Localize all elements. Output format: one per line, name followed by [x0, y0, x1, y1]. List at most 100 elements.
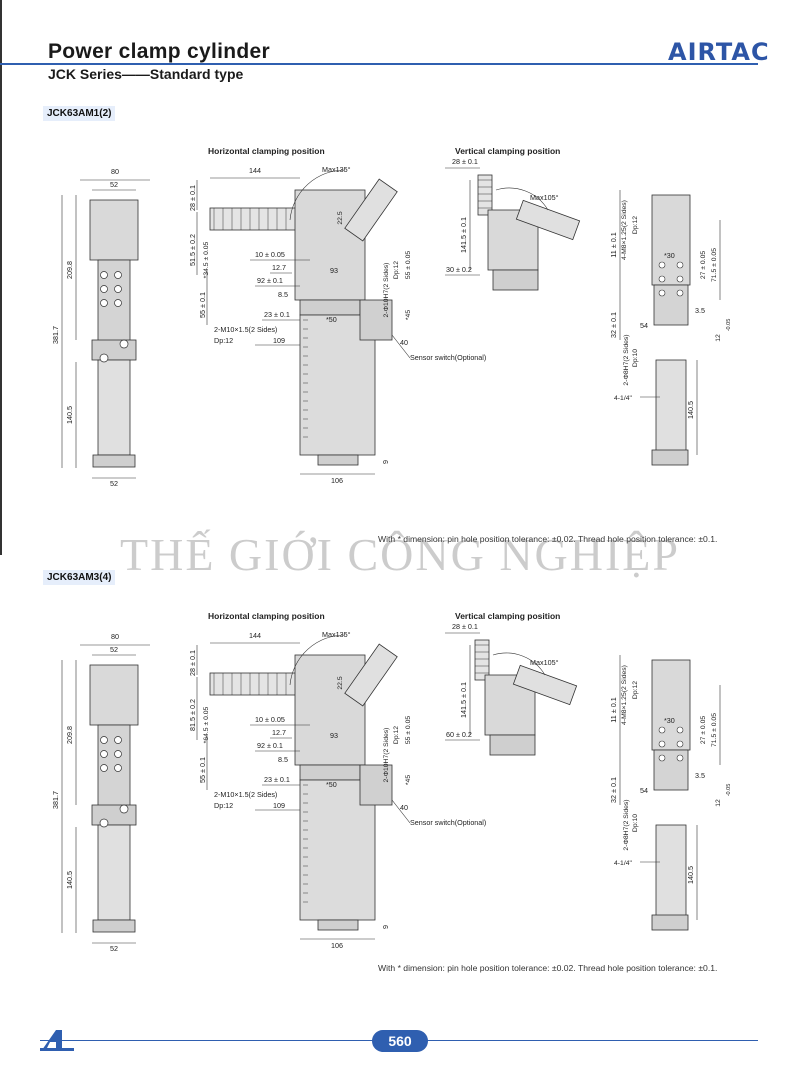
- dim-45: *45: [405, 310, 412, 320]
- dim-vert-bottom: 60 ± 0.2: [446, 730, 472, 739]
- dim-50: *50: [326, 315, 337, 324]
- dim-11: 11 ± 0.1: [609, 232, 618, 257]
- dim-12: 12: [715, 799, 722, 807]
- clamp-head: [89, 664, 139, 726]
- side-thread-spec: 4-M8×1.25(2 Sides): [621, 200, 628, 260]
- page-subtitle: JCK Series——Standard type: [48, 66, 244, 82]
- pinhole-spec: 2-Φ10H7(2 Sides): [383, 263, 390, 318]
- dim-bottom-width: 52: [110, 944, 118, 953]
- dim-55: 55 ± 0.1: [198, 757, 207, 783]
- dim-lower-length: 140.5: [65, 406, 74, 424]
- clamp-arm-vertical: [344, 643, 398, 707]
- cylinder-body: [97, 359, 131, 456]
- dim-hole: 10 ± 0.05: [255, 715, 285, 724]
- dim-12: 12: [715, 334, 722, 342]
- vertical-title: Vertical clamping position: [455, 611, 560, 621]
- dim-93: 93: [330, 266, 338, 275]
- side-thread-depth: Dp:12: [632, 216, 639, 234]
- dim-tolerance: -0.05: [726, 784, 732, 797]
- thread-spec: 2-M10×1.5(2 Sides): [214, 790, 277, 799]
- left-edge-bar: [0, 0, 2, 555]
- clamp-head: [89, 199, 139, 261]
- dim-9: 9: [381, 925, 390, 929]
- dim-55-05: 55 ± 0.05: [405, 716, 412, 745]
- clamp-arm-vertical: [344, 178, 398, 242]
- thread-depth: Dp:12: [214, 336, 233, 345]
- dim-8-5: 8.5: [278, 290, 288, 299]
- horizontal-clamp-view: Horizontal clamping position 144 Max135° 28…: [188, 611, 486, 950]
- dim-12-7: 12.7: [272, 728, 286, 737]
- dim-55-05: 55 ± 0.05: [405, 251, 412, 280]
- dim-27: 27 ± 0.05: [700, 716, 707, 745]
- dim-9: 9: [381, 460, 390, 464]
- vertical-arm: [474, 639, 490, 681]
- page-number: 560: [372, 1030, 428, 1052]
- dim-max-angle: Max135°: [322, 165, 351, 174]
- vertical-base: [489, 734, 536, 756]
- mount-block: [91, 339, 137, 361]
- swing-arc: [289, 169, 346, 221]
- side-pin-depth: Dp:10: [632, 814, 639, 832]
- dim-height: 81.5 ± 0.2: [188, 699, 197, 731]
- side-pin-spec: 2-Φ8H7(2 Sides): [623, 799, 630, 850]
- pinhole-spec: 2-Φ10H7(2 Sides): [383, 728, 390, 783]
- dim-hole: 10 ± 0.05: [255, 250, 285, 259]
- dim-arm: 144: [249, 631, 261, 640]
- vertical-title: Vertical clamping position: [455, 146, 560, 156]
- vertical-arm-side: [515, 199, 581, 241]
- dim-tolerance: -0.05: [726, 319, 732, 332]
- side-end-cap: [651, 449, 689, 466]
- side-cylinder: [655, 824, 687, 921]
- side-mid: [653, 284, 689, 326]
- end-cap: [317, 454, 359, 466]
- dim-upper-length: 209.8: [65, 726, 74, 744]
- dim-vert-top: 28 ± 0.1: [452, 157, 478, 166]
- dim-pin: *34.5 ± 0.05: [203, 241, 210, 278]
- mount-plate: [299, 299, 361, 316]
- dim-54: 54: [640, 786, 648, 795]
- dim-width: 80: [111, 167, 119, 176]
- dim-max-angle: Max135°: [322, 630, 351, 639]
- dim-vert-top: 28 ± 0.1: [452, 622, 478, 631]
- dim-22-5: 22.5: [337, 211, 344, 224]
- dim-30: *30: [664, 716, 675, 725]
- side-pin-spec: 2-Φ8H7(2 Sides): [623, 334, 630, 385]
- page-header: Power clamp cylinder JCK Series——Standar…: [0, 0, 800, 95]
- thread-spec: 2-M10×1.5(2 Sides): [214, 325, 277, 334]
- sensor-switch-label: Sensor switch(Optional): [410, 818, 486, 827]
- dim-base-width: 106: [331, 476, 343, 485]
- sensor-switch-label: Sensor switch(Optional): [410, 353, 486, 362]
- mount-block: [91, 804, 137, 826]
- swing-arc: [289, 634, 346, 686]
- dim-height: 51.5 ± 0.2: [188, 234, 197, 266]
- dim-71-5: 71.5 ± 0.05: [711, 248, 718, 282]
- dim-32: 32 ± 0.1: [609, 312, 618, 338]
- dim-vert-angle: Max105°: [530, 658, 559, 667]
- side-head: [651, 659, 691, 751]
- vertical-base: [492, 269, 539, 291]
- dim-vert-bottom: 30 ± 0.2: [446, 265, 472, 274]
- side-thread-depth: Dp:12: [632, 681, 639, 699]
- dim-top-offset: 28 ± 0.1: [188, 185, 197, 211]
- dim-27: 27 ± 0.05: [700, 251, 707, 280]
- dim-12-7: 12.7: [272, 263, 286, 272]
- thread-depth: Dp:12: [214, 801, 233, 810]
- pinhole-depth: Dp:12: [393, 261, 400, 279]
- vertical-arm-side: [512, 664, 578, 706]
- dim-width: 80: [111, 632, 119, 641]
- page-title: Power clamp cylinder: [48, 40, 270, 63]
- dim-3-5: 3.5: [695, 771, 705, 780]
- side-cylinder: [655, 359, 687, 456]
- dim-50: *50: [326, 780, 337, 789]
- sensor-switch-block: [359, 764, 393, 806]
- horizontal-title: Horizontal clamping position: [208, 611, 325, 621]
- dim-93: 93: [330, 731, 338, 740]
- dim-inner: 52: [110, 180, 118, 189]
- footer-logo-icon: [40, 1030, 74, 1051]
